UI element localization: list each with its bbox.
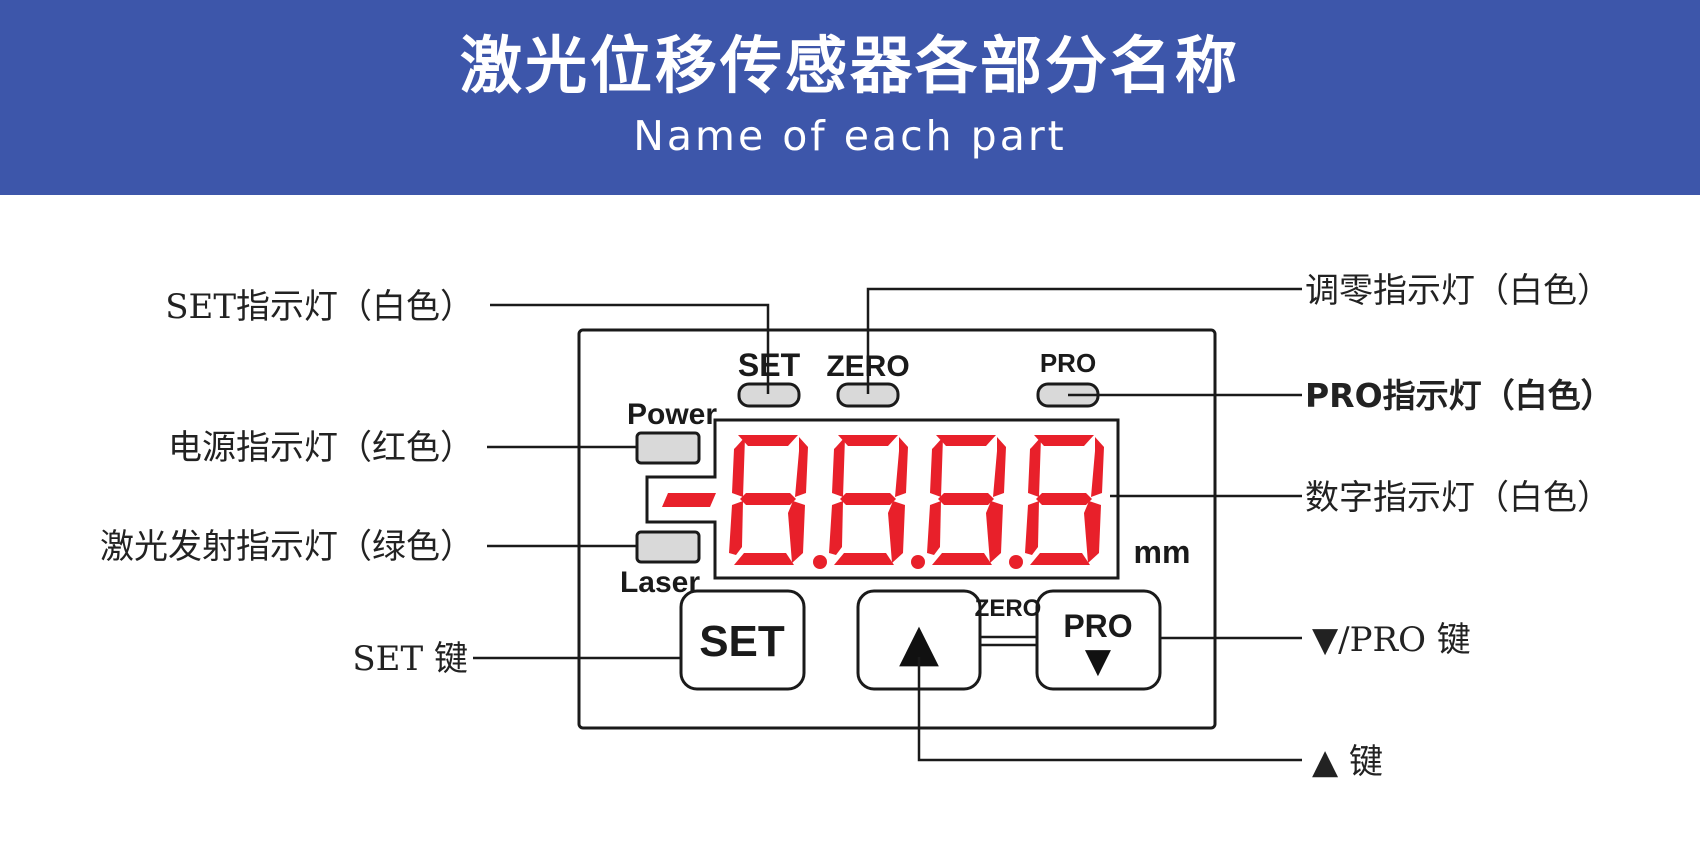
display-value: -8.8.8.8 (1000, 569, 1008, 571)
page-title: 激光位移传感器各部分名称 (459, 29, 1240, 102)
callout-zero-indicator: 调零指示灯（白色） (1305, 271, 1611, 311)
decimal-point-2 (911, 555, 925, 569)
callout-up-key: ▲ 键 (1312, 742, 1383, 782)
callout-laser-indicator: 激光发射指示灯（绿色） (100, 527, 474, 567)
down-arrow-icon: ▼ (1085, 641, 1112, 681)
unit-label: mm (1134, 534, 1191, 570)
callout-pro-indicator: PRO指示灯（白色） (1305, 376, 1614, 415)
power-label: Power (627, 398, 717, 431)
leader-lines (473, 287, 1302, 762)
page-subtitle: Name of each part (633, 112, 1067, 160)
header-banner (0, 0, 1700, 195)
pro-button-label: PRO (1063, 608, 1132, 644)
laser-indicator-led (635, 530, 701, 564)
minus-segment (662, 493, 716, 507)
callout-set-indicator: SET指示灯（白色） (165, 287, 474, 327)
decimal-point-1 (813, 555, 827, 569)
power-indicator-led (635, 431, 701, 465)
set-button-label: SET (699, 617, 785, 666)
zero-combo-label: ZERO (975, 595, 1042, 622)
indicator-pro-text: PRO (1040, 348, 1096, 378)
decimal-point-3 (1009, 555, 1023, 569)
down-pro-button[interactable] (1035, 589, 1162, 691)
set-button[interactable] (679, 589, 806, 691)
callout-down-pro-key: ▼/PRO 键 (1312, 620, 1471, 660)
callout-power-indicator: 电源指示灯（红色） (168, 428, 474, 468)
callout-set-key: SET 键 (352, 639, 468, 679)
callout-digit-indicator: 数字指示灯（白色） (1305, 478, 1611, 518)
